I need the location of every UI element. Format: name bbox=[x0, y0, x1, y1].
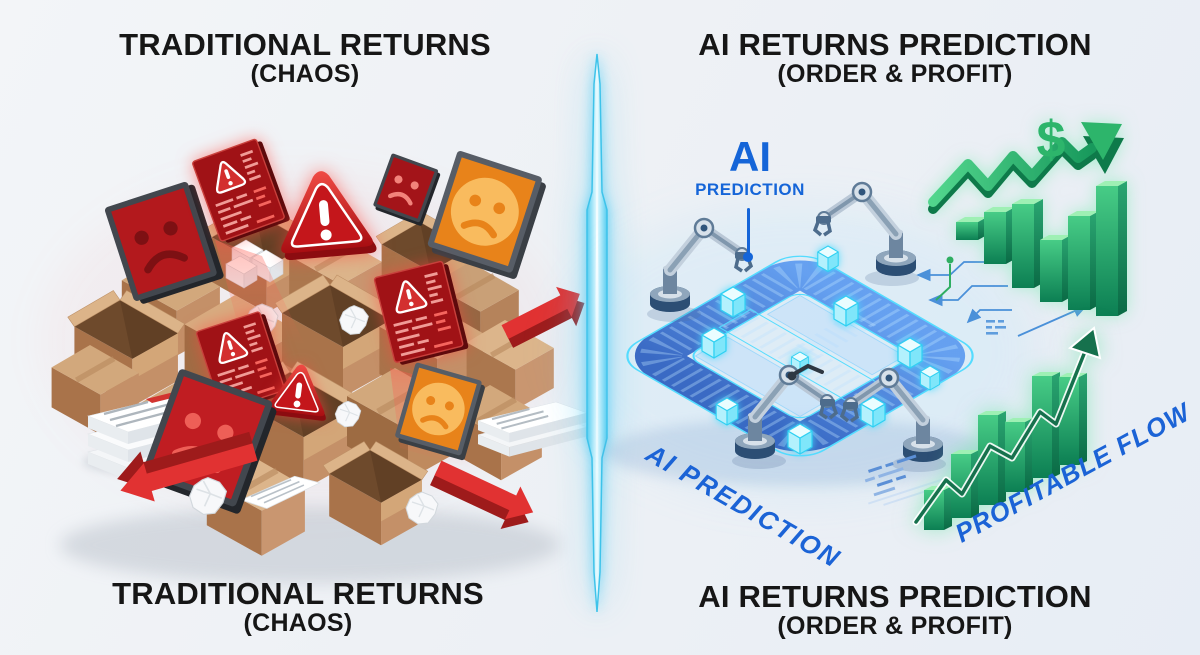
title-line2: (ORDER & PROFIT) bbox=[777, 60, 1013, 89]
title-line1: AI RETURNS PREDICTION bbox=[698, 579, 1092, 614]
glowing-box bbox=[860, 396, 886, 428]
title-line1: TRADITIONAL RETURNS bbox=[119, 27, 491, 62]
glowing-box bbox=[897, 337, 923, 369]
title-line1: AI RETURNS PREDICTION bbox=[698, 27, 1092, 62]
callout-ai-label: AI bbox=[729, 133, 771, 180]
bar bbox=[1032, 372, 1060, 478]
glowing-box bbox=[715, 397, 739, 426]
bar bbox=[1012, 199, 1043, 288]
green-bar-chart-top: $ bbox=[928, 111, 1127, 316]
title-line2: (ORDER & PROFIT) bbox=[777, 612, 1013, 641]
title-line2: (CHAOS) bbox=[250, 60, 360, 89]
dollar-icon: $ bbox=[1037, 111, 1066, 169]
glowing-box bbox=[787, 423, 813, 455]
bar bbox=[1068, 211, 1099, 310]
scanner-arm bbox=[787, 363, 824, 381]
data-stream-dashes bbox=[986, 320, 1006, 335]
ai-prediction-callout: AI PREDICTION bbox=[688, 136, 812, 200]
order-scene: $ bbox=[565, 111, 1127, 530]
glowing-box bbox=[919, 365, 941, 391]
callout-pointer-line bbox=[747, 208, 750, 254]
bar bbox=[1096, 181, 1127, 316]
growth-zigzag-arrow bbox=[928, 122, 1124, 214]
center-divider bbox=[586, 53, 608, 613]
glowing-box bbox=[720, 286, 746, 318]
bar bbox=[956, 217, 987, 240]
title-ai-bottom: AI RETURNS PREDICTION (ORDER & PROFIT) bbox=[645, 580, 1145, 640]
trend-arrow bbox=[912, 326, 1102, 526]
circuit-lines bbox=[916, 256, 1088, 337]
title-line2: (CHAOS) bbox=[243, 609, 353, 638]
bar bbox=[1040, 235, 1071, 302]
title-line1: TRADITIONAL RETURNS bbox=[112, 576, 484, 611]
glowing-box bbox=[833, 295, 859, 327]
title-traditional-top: TRADITIONAL RETURNS (CHAOS) bbox=[55, 28, 555, 88]
document-sheet bbox=[240, 475, 321, 509]
bar bbox=[978, 411, 1006, 505]
paper-stack bbox=[477, 401, 589, 457]
glowing-box bbox=[817, 245, 839, 273]
chaos-scene bbox=[40, 135, 593, 583]
title-traditional-bottom: TRADITIONAL RETURNS (CHAOS) bbox=[48, 577, 548, 637]
bar bbox=[984, 207, 1015, 264]
callout-prediction-label: PREDICTION bbox=[695, 180, 805, 199]
glowing-box bbox=[701, 327, 727, 359]
callout-pointer-dot bbox=[743, 252, 753, 262]
green-bar-chart-bottom bbox=[912, 326, 1102, 530]
title-ai-top: AI RETURNS PREDICTION (ORDER & PROFIT) bbox=[645, 28, 1145, 88]
